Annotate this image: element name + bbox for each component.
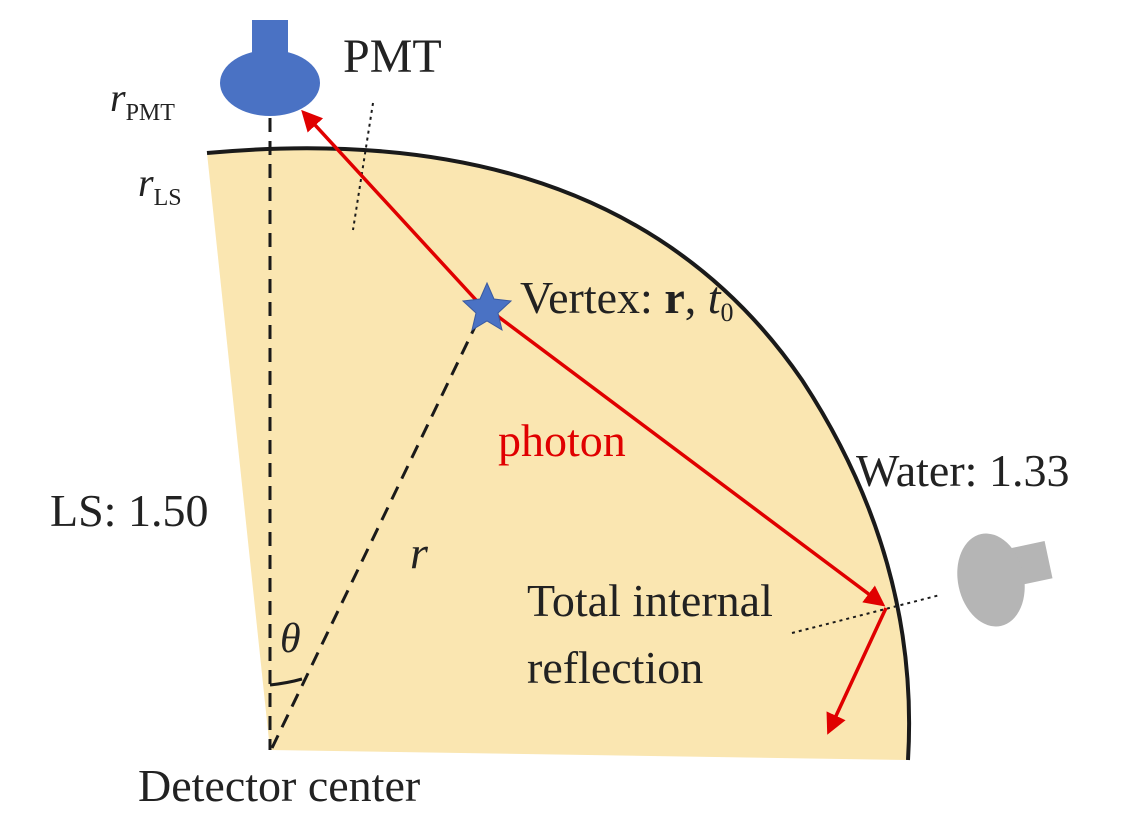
normal-line-top: [352, 102, 374, 231]
r-pmt-sub: PMT: [125, 100, 175, 126]
normal-line-right: [791, 594, 941, 634]
r-ls-var: r: [138, 160, 154, 205]
star-icon: [461, 281, 513, 332]
theta-label: θ: [280, 616, 301, 662]
vertex-label: Vertex: r, t0: [520, 275, 734, 326]
photon-to-wall: [490, 310, 886, 607]
vertex-t: t: [707, 272, 721, 323]
pmt-label: PMT: [343, 30, 442, 83]
vertex-sep: ,: [684, 272, 708, 323]
detector-center-label: Detector center: [138, 760, 421, 811]
photon-to-pmt: [301, 109, 478, 302]
r-pmt-label: rPMT: [110, 75, 175, 126]
tir-label-line1: Total internal: [527, 575, 773, 626]
ls-label: LS: 1.50: [50, 485, 209, 536]
pmt-icon-gray: [957, 533, 1053, 627]
vertex-prefix: Vertex:: [520, 272, 665, 323]
r-ls-label: rLS: [138, 160, 182, 211]
r-pmt-var: r: [110, 75, 126, 120]
pmt-icon: [220, 20, 320, 116]
radius-line: [270, 307, 486, 749]
photon-reflected: [826, 607, 888, 735]
ls-boundary-arc: [206, 146, 912, 761]
r-ls-sub: LS: [153, 185, 182, 211]
photon-label: photon: [498, 415, 626, 466]
tir-label-line2: reflection: [527, 642, 704, 693]
vertex-t-sub: 0: [720, 298, 734, 327]
theta-arc: [269, 677, 303, 687]
vertex-r: r: [664, 272, 685, 323]
radius-label: r: [410, 527, 428, 578]
water-label: Water: 1.33: [856, 445, 1070, 496]
